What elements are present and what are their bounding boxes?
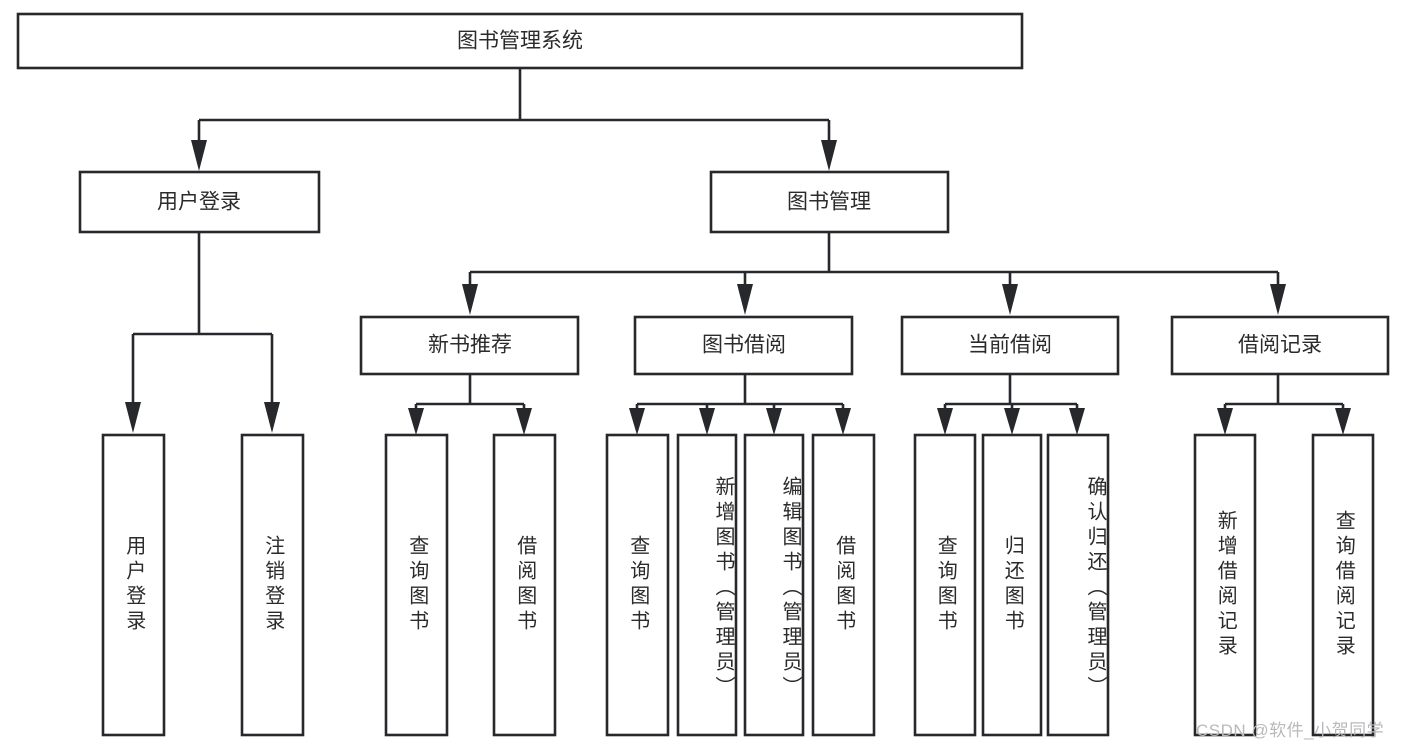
node-label-new-book-recommend: 新书推荐 — [428, 334, 512, 357]
leaf-box-borrow-record-2[interactable] — [1311, 433, 1375, 737]
leaf-box-book-borrow-4[interactable] — [811, 433, 876, 737]
leaf-box-user-login-2[interactable] — [240, 433, 305, 737]
leaf-box-new-book-2[interactable] — [492, 433, 557, 737]
leaf-box-book-borrow-2[interactable] — [676, 433, 738, 737]
arrow-head-leaf-user-login — [125, 402, 141, 433]
node-label-borrow-record: 借阅记录 — [1238, 334, 1322, 357]
node-label-root: 图书管理系统 — [457, 30, 583, 53]
leaf-box-current-borrow-2[interactable] — [981, 433, 1043, 737]
csdn-watermark: CSDN @软件_小贺同学 — [1196, 721, 1385, 740]
node-box-new-book-recommend[interactable] — [359, 315, 580, 376]
node-label-book-manage: 图书管理 — [787, 191, 871, 214]
arrow-head-new-book-leaf1 — [408, 408, 424, 435]
arrow-head-new-book-leaf2 — [516, 408, 532, 435]
node-label-book-borrow: 图书借阅 — [702, 334, 786, 357]
arrow-head-leaf-logout — [264, 402, 280, 433]
arrow-head-current-borrow-leaf1 — [937, 408, 953, 435]
node-label-user-login: 用户登录 — [157, 191, 241, 214]
arrow-head-current-borrow — [1002, 284, 1018, 315]
arrow-head-new-book-recommend — [462, 284, 478, 315]
arrow-head-book-manage — [821, 140, 837, 171]
arrow-head-book-borrow-leaf2 — [699, 408, 715, 435]
arrow-head-borrow-record — [1270, 284, 1286, 315]
arrow-head-book-borrow-leaf1 — [629, 408, 645, 435]
node-box-borrow-record[interactable] — [1170, 315, 1390, 376]
arrow-head-borrow-record-leaf1 — [1217, 408, 1233, 435]
arrow-head-current-borrow-leaf2 — [1004, 408, 1020, 435]
node-box-current-borrow[interactable] — [900, 315, 1120, 376]
arrow-head-book-borrow-leaf4 — [835, 408, 851, 435]
leaf-box-current-borrow-3[interactable] — [1046, 433, 1110, 737]
connector-layer — [125, 68, 1351, 435]
node-box-book-borrow[interactable] — [633, 315, 854, 376]
arrow-head-current-borrow-leaf3 — [1069, 408, 1085, 435]
node-box-user-login[interactable] — [78, 170, 321, 234]
node-box-book-manage[interactable] — [709, 170, 950, 234]
node-box-root[interactable] — [16, 12, 1024, 70]
leaf-box-user-login-1[interactable] — [101, 433, 166, 737]
leaf-box-book-borrow-1[interactable] — [605, 433, 670, 737]
arrow-head-borrow-record-leaf2 — [1335, 408, 1351, 435]
leaf-box-borrow-record-1[interactable] — [1193, 433, 1257, 737]
arrow-head-book-borrow — [737, 284, 753, 315]
leaf-box-current-borrow-1[interactable] — [913, 433, 977, 737]
arrow-head-user-login — [191, 140, 207, 171]
node-layer: 图书管理系统 用户登录 图书管理 新书推荐 图书借阅 当前借阅 借阅记录 — [16, 12, 1390, 737]
leaf-box-book-borrow-3[interactable] — [743, 433, 805, 737]
arrow-head-book-borrow-leaf3 — [766, 408, 782, 435]
leaf-box-new-book-1[interactable] — [384, 433, 449, 737]
node-label-current-borrow: 当前借阅 — [968, 334, 1052, 357]
